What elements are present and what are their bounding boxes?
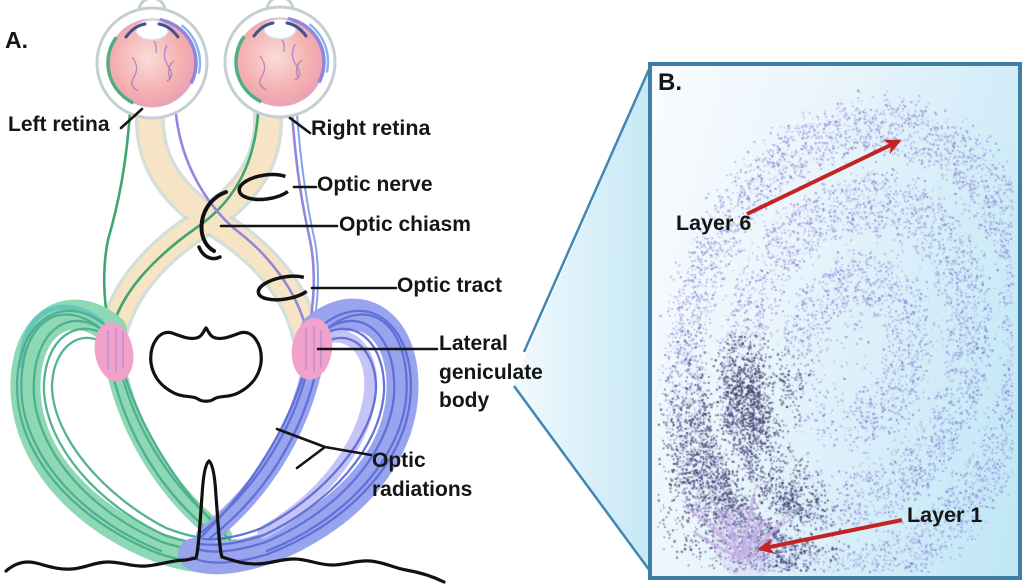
optic-radiation-right [178, 298, 419, 575]
right-retina-label: Right retina [311, 116, 431, 140]
optic-radiations-label: Optic radiations [372, 449, 473, 501]
optic-chiasm-marker [199, 190, 228, 253]
right-retina-pointer [288, 116, 312, 135]
layer6-arrow [746, 139, 902, 216]
panel-a-label: A. [5, 27, 28, 53]
lgb-left-shape [94, 322, 134, 382]
lgn-histology-image [652, 66, 1018, 576]
layer-6-label: Layer 6 [676, 211, 752, 235]
cortex-outline [4, 458, 446, 584]
panel-b-label: B. [658, 69, 682, 96]
optic-nerve-label: Optic nerve [317, 173, 433, 196]
pointer-lines [119, 107, 439, 470]
optic-tract-marker [256, 274, 314, 302]
retinal-fibers [102, 111, 319, 331]
optic-tract-label: Optic tract [397, 274, 503, 297]
optic-nerve-marker [237, 172, 295, 202]
optic-chiasm-label: Optic chiasm [339, 213, 471, 236]
section-markers [197, 172, 314, 302]
layer-1-label: Layer 1 [907, 503, 983, 527]
left-retina-label: Left retina [8, 113, 110, 136]
lateral-geniculate-body-label: Lateral geniculate body [439, 332, 543, 412]
callout-triangle [512, 66, 652, 572]
layer1-arrow [757, 518, 903, 555]
left-retina-pointer [119, 107, 144, 130]
midbrain-outline [149, 326, 263, 403]
optic-radiations-pointer [275, 427, 373, 470]
